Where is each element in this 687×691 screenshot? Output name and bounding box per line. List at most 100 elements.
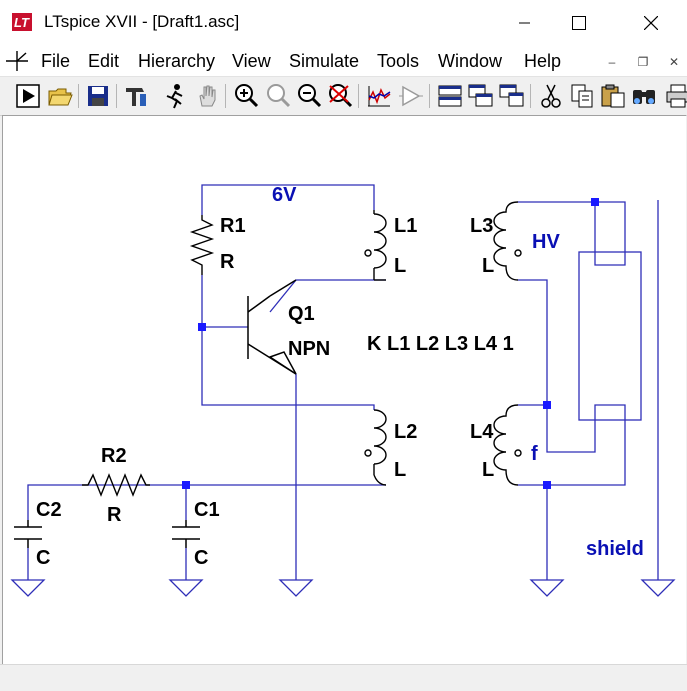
svg-text:LT: LT [14, 15, 30, 30]
ground-symbols[interactable] [10, 579, 676, 597]
wires[interactable] [27, 184, 659, 580]
menu-hierarchy[interactable]: Hierarchy [138, 51, 216, 71]
minimize-icon [519, 22, 530, 24]
l2-value[interactable]: L [394, 459, 406, 481]
toolbar-separator [78, 84, 79, 108]
menu-tools[interactable]: Tools [377, 51, 420, 71]
c1-value[interactable]: C [194, 547, 208, 569]
paste-icon[interactable] [599, 82, 627, 110]
spice-directive[interactable]: K L1 L2 L3 L4 1 [367, 333, 514, 355]
zoom-in-icon[interactable] [232, 82, 260, 110]
c2-value[interactable]: C [36, 547, 50, 569]
l3-name[interactable]: L3 [470, 215, 493, 237]
ground-secondary[interactable] [529, 579, 565, 597]
find-icon[interactable] [630, 82, 658, 110]
menu-help[interactable]: Help [524, 51, 562, 71]
l3-value[interactable]: L [482, 255, 494, 277]
l1-name[interactable]: L1 [394, 215, 417, 237]
open-folder-icon[interactable] [46, 82, 74, 110]
zoom-out-icon[interactable] [295, 82, 323, 110]
resistor-r2[interactable] [82, 473, 150, 497]
control-panel-icon[interactable] [122, 82, 150, 110]
wire-feedback[interactable] [201, 275, 375, 410]
zoom-area-icon[interactable] [264, 82, 292, 110]
menu-file[interactable]: File [41, 51, 71, 71]
c1-name[interactable]: C1 [194, 499, 220, 521]
tube-outline[interactable] [578, 251, 642, 421]
minimize-button[interactable] [502, 0, 548, 46]
net-label-hv[interactable]: HV [532, 231, 560, 253]
capacitor-c2[interactable] [14, 520, 42, 548]
l2-name[interactable]: L2 [394, 421, 417, 443]
junction-l4-bottom [543, 481, 551, 489]
waveform-icon[interactable] [365, 82, 393, 110]
wire-l3-bottom[interactable] [518, 279, 548, 405]
tile-vertical-icon[interactable] [498, 82, 526, 110]
wire-supply[interactable] [201, 184, 375, 215]
run-icon[interactable] [14, 82, 42, 110]
mdi-restore-button[interactable]: ❐ [629, 49, 657, 75]
r2-value[interactable]: R [107, 504, 122, 526]
l4-name[interactable]: L4 [470, 421, 494, 443]
pan-hand-icon[interactable] [193, 82, 221, 110]
close-button[interactable] [628, 0, 674, 46]
l1-value[interactable]: L [394, 255, 406, 277]
mdi-close-button[interactable]: ✕ [660, 49, 687, 75]
halt-icon[interactable] [161, 82, 189, 110]
menu-simulate[interactable]: Simulate [289, 51, 360, 71]
wire-hv[interactable] [518, 201, 626, 266]
junction-l4-top [543, 401, 551, 409]
tile-horizontal-icon[interactable] [436, 82, 464, 110]
menu-window[interactable]: Window [438, 51, 503, 71]
inductor-l4[interactable] [493, 404, 522, 486]
cascade-icon[interactable] [467, 82, 495, 110]
r1-name[interactable]: R1 [220, 215, 246, 237]
net-label-shield[interactable]: shield [586, 538, 644, 560]
inductor-l3[interactable] [493, 201, 522, 281]
toolbar-separator [116, 84, 117, 108]
save-icon[interactable] [84, 82, 112, 110]
q1-value[interactable]: NPN [288, 338, 330, 360]
capacitor-c1[interactable] [172, 520, 200, 548]
ground-shield[interactable] [640, 579, 676, 597]
menu-edit[interactable]: Edit [88, 51, 120, 71]
wire-f[interactable] [546, 404, 626, 486]
toolbar-separator [225, 84, 226, 108]
inductor-l1[interactable] [364, 210, 387, 281]
schematic-drawing[interactable]: R1 R R2 R C1 C C2 C Q1 NPN L1 L L2 L L3 … [3, 116, 686, 664]
junctions [182, 198, 599, 489]
r2-name[interactable]: R2 [101, 445, 127, 467]
copy-icon[interactable] [568, 82, 596, 110]
r1-value[interactable]: R [220, 251, 235, 273]
schematic-canvas[interactable]: R1 R R2 R C1 C C2 C Q1 NPN L1 L L2 L L3 … [2, 115, 686, 664]
title-bar[interactable]: LT LTspice XVII - [Draft1.asc] [0, 0, 687, 46]
close-icon [644, 16, 658, 30]
wire-lower-rail[interactable] [27, 484, 386, 520]
net-label-f[interactable]: f [531, 443, 538, 465]
wire-tool-icon[interactable] [4, 49, 30, 73]
maximize-button[interactable] [556, 0, 602, 46]
net-label-6v[interactable]: 6V [272, 184, 297, 206]
symbol-icon[interactable] [397, 82, 425, 110]
junction-c1 [182, 481, 190, 489]
toolbar-separator [429, 84, 430, 108]
q1-name[interactable]: Q1 [288, 303, 315, 325]
ground-c2[interactable] [10, 579, 46, 597]
l4-value[interactable]: L [482, 459, 494, 481]
toolbar [0, 76, 687, 116]
resistor-r1[interactable] [189, 215, 215, 275]
cut-icon[interactable] [537, 82, 565, 110]
window-title: LTspice XVII - [Draft1.asc] [44, 12, 240, 31]
mdi-close-icon: ✕ [668, 55, 680, 69]
ground-q1[interactable] [278, 579, 314, 597]
inductor-l2[interactable] [364, 409, 387, 486]
print-icon[interactable] [664, 82, 687, 110]
zoom-cancel-icon[interactable] [326, 82, 354, 110]
ground-c1[interactable] [168, 579, 204, 597]
c2-name[interactable]: C2 [36, 499, 62, 521]
junction-base [198, 323, 206, 331]
mdi-minimize-button[interactable]: – [598, 49, 626, 75]
transistor-q1[interactable] [247, 279, 297, 375]
menu-view[interactable]: View [232, 51, 271, 71]
